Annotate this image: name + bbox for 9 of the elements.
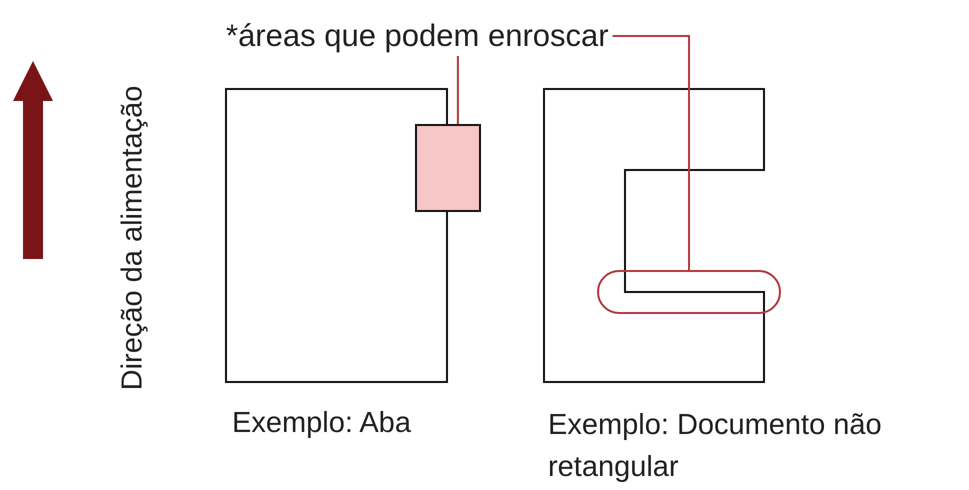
document-sheet [225, 88, 448, 383]
irregular-document [543, 88, 765, 383]
leader-line [456, 56, 459, 124]
leader-line [612, 35, 690, 270]
axis-label: Direção da alimentação [116, 86, 150, 390]
callout-text: *áreas que podem enroscar [226, 18, 609, 54]
node-label: Exemplo: Documento não retangular [548, 408, 883, 486]
node-label: Exemplo: Aba [232, 406, 412, 441]
tab-area [415, 124, 481, 212]
